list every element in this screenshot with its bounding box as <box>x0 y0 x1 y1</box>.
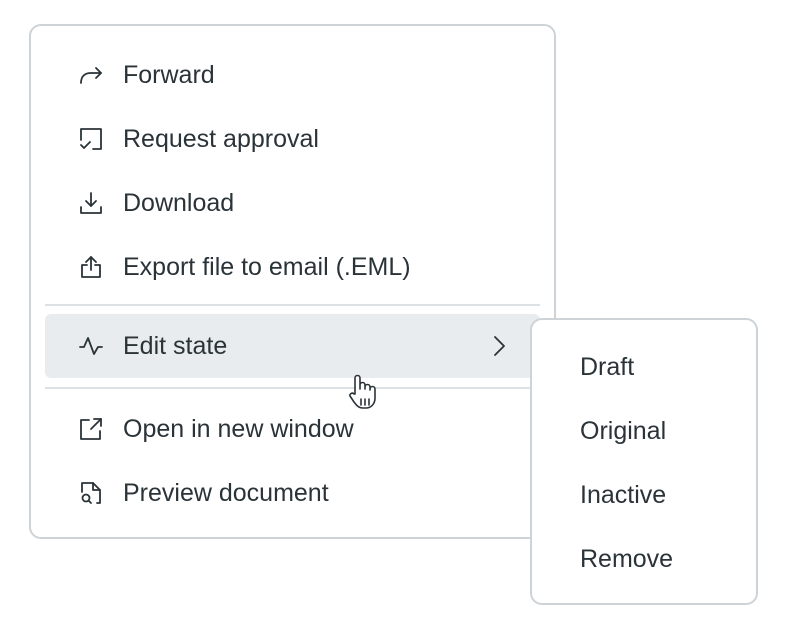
menu-divider <box>45 304 540 306</box>
menu-item-label: Open in new window <box>123 414 354 443</box>
submenu-item-inactive[interactable]: Inactive <box>580 481 667 509</box>
menu-item-download[interactable]: Download <box>45 171 540 235</box>
menu-item-forward[interactable]: Forward <box>45 43 540 107</box>
forward-arrow-icon <box>78 62 104 88</box>
document-search-icon <box>78 480 104 506</box>
submenu-item-draft[interactable]: Draft <box>580 353 635 381</box>
approval-check-icon <box>78 126 104 152</box>
menu-item-label: Request approval <box>123 124 319 153</box>
menu-item-request-approval[interactable]: Request approval <box>45 107 540 171</box>
menu-item-preview-document[interactable]: Preview document <box>45 461 540 525</box>
download-icon <box>78 190 104 216</box>
edit-state-submenu: Draft Original Inactive Remove <box>530 318 758 605</box>
menu-item-label: Export file to email (.EML) <box>123 252 411 281</box>
menu-item-label: Forward <box>123 60 215 89</box>
hand-pointer-cursor-icon <box>345 372 381 417</box>
menu-item-label: Preview document <box>123 478 329 507</box>
context-menu: Forward Request approval Download Export… <box>29 24 556 539</box>
external-link-icon <box>78 416 104 442</box>
submenu-item-original[interactable]: Original <box>580 417 667 445</box>
menu-item-open-new-window[interactable]: Open in new window <box>45 397 540 461</box>
activity-pulse-icon <box>78 333 104 359</box>
menu-item-edit-state[interactable]: Edit state <box>45 314 540 378</box>
menu-item-label: Edit state <box>123 331 228 360</box>
menu-item-label: Download <box>123 188 235 217</box>
chevron-right-icon <box>492 334 506 365</box>
export-upload-icon <box>78 254 104 280</box>
menu-divider <box>45 387 540 389</box>
submenu-item-remove[interactable]: Remove <box>580 545 674 573</box>
menu-item-export-eml[interactable]: Export file to email (.EML) <box>45 235 540 299</box>
